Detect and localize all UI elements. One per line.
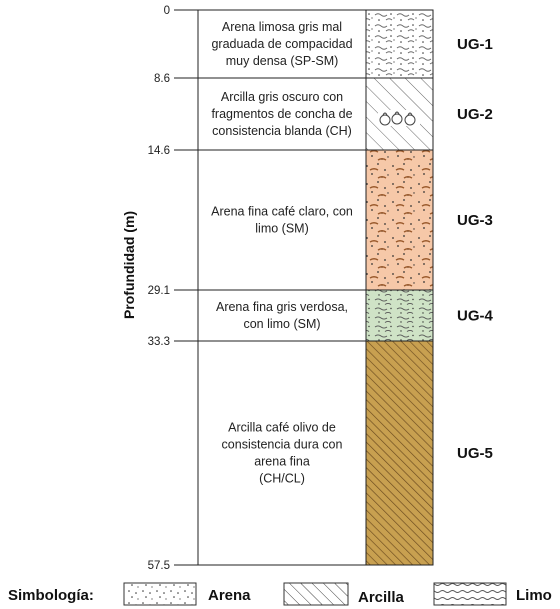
legend-label-arena: Arena	[208, 587, 251, 604]
legend-swatch-arcilla	[283, 582, 349, 606]
legend-title: Simbología:	[8, 587, 94, 604]
legend-label-arcilla: Arcilla	[358, 589, 405, 606]
layer-description-line: Arena limosa gris mal	[222, 20, 342, 34]
layer-description-line: Arcilla gris oscuro con	[221, 90, 343, 104]
layer-description-line: Arcilla café olivo de	[228, 421, 336, 435]
layer-description-line: muy densa (SP-SM)	[226, 54, 339, 68]
layer-description-box	[197, 289, 367, 342]
depth-label: 29.1	[148, 285, 170, 297]
depth-axis-label: Profundidad (m)	[121, 211, 137, 319]
depth-label: 8.6	[154, 73, 170, 85]
layer-description-box	[197, 149, 367, 291]
layer-pattern-fill	[365, 289, 434, 342]
layer-description-line: Arena fina gris verdosa,	[216, 300, 348, 314]
layer-description-line: arena fina	[254, 455, 310, 469]
depth-label: 14.6	[148, 145, 170, 157]
legend-swatch-arena	[123, 582, 197, 606]
depth-label: 33.3	[148, 336, 170, 348]
legend: Simbología: Arena Arcilla Limo	[8, 582, 552, 606]
layer-description-box	[197, 77, 367, 151]
layer-description-line: consistencia dura con	[222, 438, 343, 452]
unit-label: UG-5	[457, 445, 493, 462]
layer-description-line: fragmentos de concha de	[211, 107, 352, 121]
legend-swatch-limo	[433, 582, 507, 606]
legend-label-limo: Limo	[516, 587, 552, 604]
depth-label: 0	[164, 5, 170, 17]
layer-description-line: con limo (SM)	[243, 317, 320, 331]
layer-description-line: (CH/CL)	[259, 472, 305, 486]
shell-fragments-icon	[378, 110, 420, 126]
layer-pattern-fill	[365, 149, 434, 291]
unit-label: UG-1	[457, 36, 493, 53]
unit-label: UG-4	[457, 308, 493, 325]
unit-label: UG-3	[457, 212, 493, 229]
depth-label-bottom: 57.5	[148, 560, 170, 572]
layer-description-line: consistencia blanda (CH)	[212, 124, 352, 138]
layer-description-line: Arena fina café claro, con	[211, 205, 353, 219]
unit-label: UG-2	[457, 106, 493, 123]
layer-description-line: limo (SM)	[255, 222, 308, 236]
layer-pattern-fill	[365, 340, 434, 566]
layer-pattern-fill	[365, 9, 434, 79]
layer-description-box	[197, 9, 367, 79]
layer-description-line: graduada de compacidad	[211, 37, 352, 51]
layer-description-box	[197, 340, 367, 566]
